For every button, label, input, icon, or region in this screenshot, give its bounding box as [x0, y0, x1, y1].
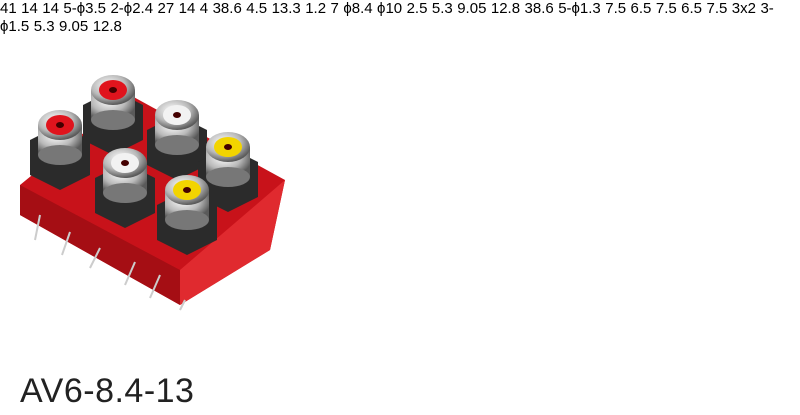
dim-footprint-span: 38.6 [524, 0, 554, 17]
dim-spacing-right: 14 [42, 0, 59, 17]
dim-mount-holes: 3-ϕ1.5 [0, 0, 774, 35]
dim-row-c: 12.8 [92, 18, 122, 35]
dim-row-spacing: 14 [178, 0, 196, 17]
dim-height: 27 [157, 0, 175, 17]
dim-offset: 2.5 [406, 0, 428, 17]
dim-flange: 1.2 [305, 0, 327, 17]
pcb-footprint: 38.6 5-ϕ1.3 7.5 6.5 7.5 6.5 7.5 3x2 3-ϕ1… [0, 0, 774, 35]
dim-small-diameter: ϕ8.4 [343, 0, 373, 17]
side-view: 13.3 1.2 7 ϕ8.4 ϕ10 2.5 5.3 9.05 12.8 [272, 0, 525, 17]
model-number: AV6-8.4-13 [20, 372, 195, 410]
rca-jack [157, 175, 217, 255]
dim-pitch-2: 6.5 [630, 0, 652, 17]
rca-jack [147, 100, 207, 180]
dim-pitch-3: 7.5 [655, 0, 677, 17]
dim-pin-offset: 4 [199, 0, 209, 17]
dim-pin-span: 38.6 [212, 0, 242, 17]
dim-pin-holes: 5-ϕ1.3 [558, 0, 601, 17]
dim-pin-c: 12.8 [490, 0, 521, 17]
rca-jack [198, 132, 258, 212]
rca-jack [30, 110, 90, 190]
dim-row-a: 5.3 [33, 18, 55, 35]
dim-slot: 3x2 [731, 0, 756, 17]
dim-row-b: 9.05 [59, 18, 89, 35]
locating-hole: 41 14 14 5-ϕ3.5 2-ϕ2.4 27 14 4 38.6 4.5 [0, 0, 272, 17]
locating-hole: 41 14 14 5-ϕ3.5 2-ϕ2.4 27 14 4 38.6 4.5 [0, 0, 272, 17]
slot-pad: 38.6 5-ϕ1.3 7.5 6.5 7.5 6.5 7.5 3x2 3-ϕ1… [0, 0, 774, 35]
dim-pin-length: 4.5 [246, 0, 268, 17]
dim-pin-b: 9.05 [457, 0, 487, 17]
dim-pitch-4: 6.5 [681, 0, 703, 17]
rca-jack [83, 75, 143, 155]
slot-pad: 38.6 5-ϕ1.3 7.5 6.5 7.5 6.5 7.5 3x2 3-ϕ1… [0, 0, 774, 35]
dim-large-diameter: ϕ10 [377, 0, 403, 17]
solder-pins [34, 214, 186, 311]
dim-spacing-left: 14 [21, 0, 38, 17]
dim-overall-width: 41 [0, 0, 17, 17]
dim-pin-a: 5.3 [431, 0, 453, 17]
front-view: 41 14 14 5-ϕ3.5 2-ϕ2.4 27 14 4 38.6 4.5 [0, 0, 272, 17]
front-outline: 41 14 14 5-ϕ3.5 2-ϕ2.4 27 14 4 38.6 4.5 [0, 0, 272, 17]
rca-jack [95, 148, 155, 228]
dim-pitch-1: 7.5 [605, 0, 627, 17]
dim-pitch-5: 7.5 [706, 0, 728, 17]
connector-photo [20, 75, 285, 311]
dim-depth: 13.3 [271, 0, 301, 17]
dim-jack-holes: 5-ϕ3.5 [63, 0, 107, 17]
dim-protrusion: 7 [330, 0, 339, 17]
dim-locating-holes: 2-ϕ2.4 [110, 0, 154, 17]
